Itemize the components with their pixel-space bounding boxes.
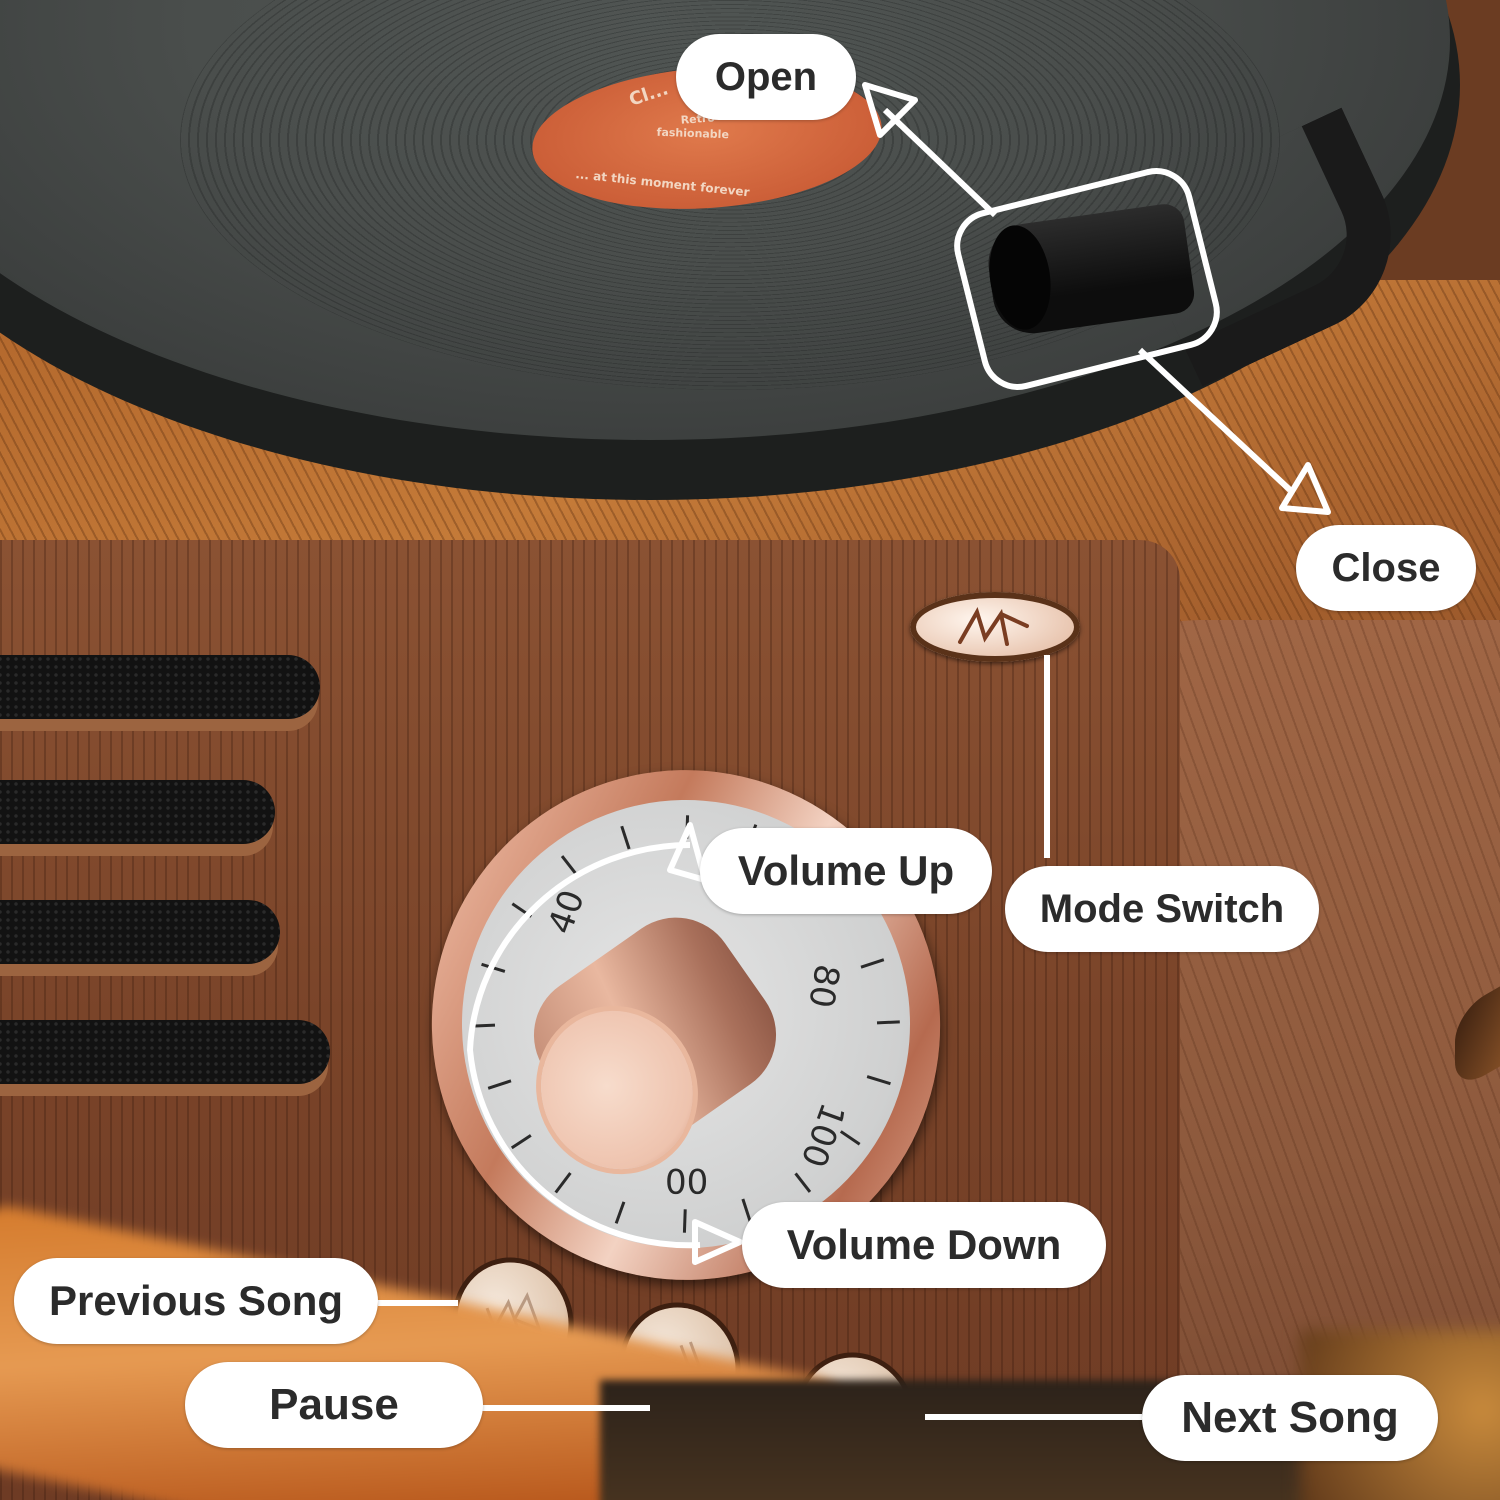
speaker-grille-slot [0,900,280,964]
speaker-grille-slot [0,1020,330,1084]
record-label-title: Cl... [626,78,671,111]
dial-number-80: 80 [800,961,848,1011]
speaker-grille-slot [0,780,275,844]
callout-previous-song: Previous Song [14,1258,378,1344]
logo-m-icon [958,606,1029,646]
callout-volume-down: Volume Down [742,1202,1106,1288]
callout-open: Open [676,34,856,120]
record-label-line: fashionable [656,125,730,142]
callout-mode-switch: Mode Switch [1005,866,1319,952]
speaker-grille-slot [0,655,320,719]
record-label-line: ... at this moment forever [574,167,751,200]
callout-next-song: Next Song [1142,1375,1438,1461]
callout-volume-up: Volume Up [700,828,992,914]
callout-pause: Pause [185,1362,483,1448]
callout-close: Close [1296,525,1476,611]
dial-number-00: 00 [665,1160,709,1200]
mode-switch-button[interactable] [910,592,1080,662]
